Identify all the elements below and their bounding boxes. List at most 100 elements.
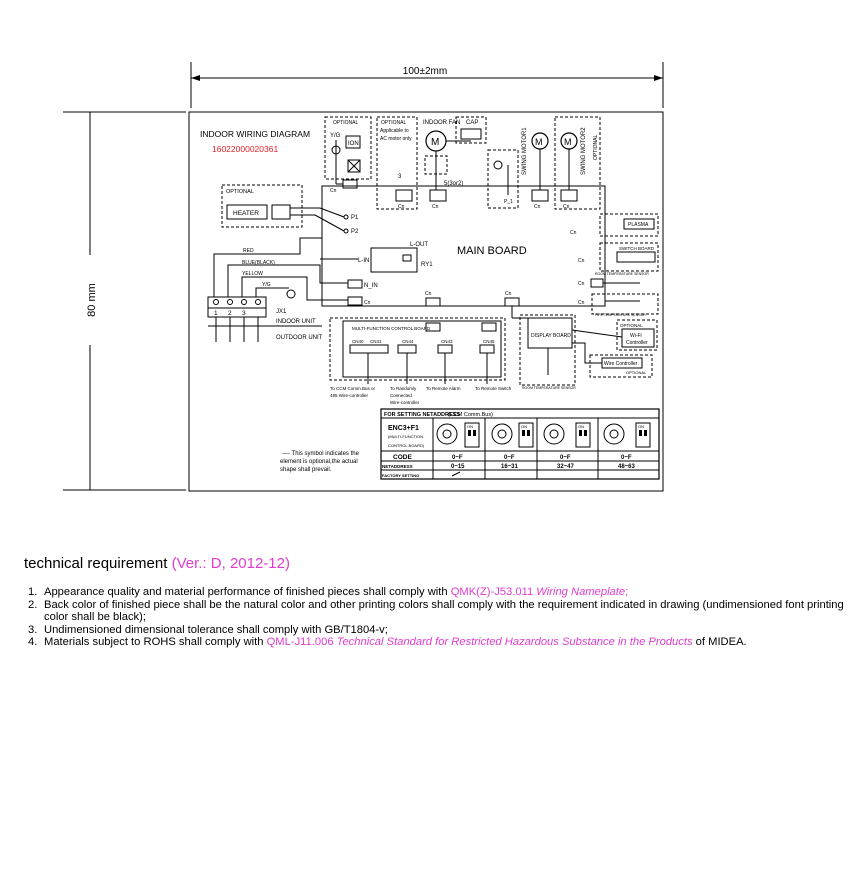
svg-text:To Randomly: To Randomly: [390, 386, 417, 391]
svg-text:3: 3: [398, 174, 402, 180]
svg-text:48~63: 48~63: [618, 464, 636, 470]
svg-text:SWITCH BOARD: SWITCH BOARD: [619, 246, 655, 251]
svg-text:FOR SETTING NETADDRESS: FOR SETTING NETADDRESS: [384, 412, 460, 418]
svg-text:CN41: CN41: [370, 339, 382, 344]
svg-text:---- This symbol indicates the: ---- This symbol indicates the: [282, 451, 360, 457]
svg-text:OPTIONAL: OPTIONAL: [226, 189, 254, 195]
svg-text:OUTDOOR UNIT: OUTDOOR UNIT: [276, 335, 323, 341]
svg-text:2: 2: [228, 310, 232, 317]
diagram-title: INDOOR WIRING DIAGRAM: [200, 129, 310, 139]
display-board-box: [519, 314, 576, 386]
svg-text:ENC3+F1: ENC3+F1: [388, 425, 419, 432]
svg-text:Applicable to: Applicable to: [380, 128, 409, 134]
multi-function-board-box: [329, 317, 506, 381]
main-board-label: MAIN BOARD: [457, 245, 527, 257]
svg-text:Connected: Connected: [390, 393, 412, 398]
optional-legend: ---- This symbol indicates the element i…: [280, 451, 360, 473]
diagram-code: 16022000020361: [212, 144, 278, 154]
height-label: 80 mm: [86, 283, 98, 317]
svg-text:CODE: CODE: [393, 454, 412, 461]
svg-text:AC motor only: AC motor only: [380, 136, 412, 142]
svg-text:ION: ION: [348, 141, 359, 147]
svg-text:Wire-controller: Wire-controller: [390, 400, 420, 405]
svg-text:0~15: 0~15: [451, 464, 465, 470]
drawing-frame: [188, 111, 664, 492]
svg-text:INDOOR UNIT: INDOOR UNIT: [276, 319, 316, 325]
svg-text:RY1: RY1: [421, 262, 433, 268]
ion-optional-box: [324, 116, 372, 180]
width-label: 100±2mm: [403, 66, 447, 77]
wiring-diagram: 100±2mm 80 mm INDOOR WIRING DIAGRAM 1602…: [63, 62, 664, 492]
ac-motor-optional-box: [376, 116, 418, 210]
svg-text:HEATER: HEATER: [233, 210, 259, 217]
svg-text:OPTIONAL: OPTIONAL: [593, 134, 599, 160]
svg-text:485 Wire-controller: 485 Wire-controller: [330, 393, 369, 398]
heater-optional-box: [221, 184, 303, 228]
svg-text:Wire Controller: Wire Controller: [604, 361, 638, 367]
requirements-list: 1.Appearance quality and material perfor…: [24, 586, 854, 649]
svg-text:SWING MOTOR1: SWING MOTOR1: [522, 127, 528, 175]
svg-text:element is optional,the actual: element is optional,the actual: [280, 459, 358, 465]
svg-text:Cn: Cn: [534, 204, 541, 210]
svg-text:Cn: Cn: [578, 300, 585, 306]
svg-text:5(3or2): 5(3or2): [444, 181, 463, 187]
svg-text:L-IN: L-IN: [358, 258, 369, 264]
requirement-item: 2.Back color of finished piece shall be …: [28, 598, 844, 624]
svg-text:3: 3: [242, 310, 246, 317]
svg-text:CN45: CN45: [483, 339, 495, 344]
svg-text:OPTIONAL: OPTIONAL: [620, 323, 643, 328]
svg-text:To CCM Comm.Bus or: To CCM Comm.Bus or: [330, 386, 376, 391]
svg-text:0~F: 0~F: [560, 455, 571, 461]
svg-text:ON: ON: [521, 424, 527, 429]
svg-text:Cn: Cn: [330, 188, 337, 194]
svg-text:CN44: CN44: [402, 339, 414, 344]
svg-text:ROOM TEMPERATURE SENSOR: ROOM TEMPERATURE SENSOR: [595, 272, 649, 276]
swing-motor2-optional-box: [554, 116, 601, 210]
svg-text:M: M: [564, 137, 572, 147]
svg-text:Cn: Cn: [425, 291, 432, 297]
svg-text:INDOOR FAN: INDOOR FAN: [423, 120, 460, 126]
requirements-title: technical requirement (Ver.: D, 2012-12): [24, 555, 290, 572]
svg-text:CAP: CAP: [466, 120, 478, 126]
svg-text:P1: P1: [351, 215, 359, 221]
width-dimension: 100±2mm: [190, 62, 664, 108]
svg-text:L-OUT: L-OUT: [410, 242, 428, 248]
svg-text:Cn: Cn: [432, 204, 439, 210]
rotary-switch-icons: [436, 423, 625, 445]
svg-text:Wi-Fi: Wi-Fi: [630, 333, 642, 339]
main-board: [321, 185, 606, 307]
svg-text:Cn: Cn: [578, 258, 585, 264]
cap-box: [455, 116, 487, 144]
dip-switch-icons: [464, 422, 651, 448]
svg-text:32~47: 32~47: [557, 464, 575, 470]
svg-text:CN43: CN43: [441, 339, 453, 344]
svg-text:SWING MOTOR2: SWING MOTOR2: [581, 127, 587, 175]
svg-text:ON: ON: [638, 424, 644, 429]
svg-text:FACTORY SETTING: FACTORY SETTING: [382, 473, 419, 478]
svg-text:PIPE TEMPERATURE SENSOR: PIPE TEMPERATURE SENSOR: [595, 313, 646, 317]
svg-text:0~F: 0~F: [452, 455, 463, 461]
svg-text:CONTROL BOARD): CONTROL BOARD): [388, 443, 425, 448]
svg-text:NETADDRESS: NETADDRESS: [382, 464, 413, 469]
height-dimension: 80 mm: [63, 111, 186, 491]
svg-text:MULTI-FUNCTION CONTROL BOARD: MULTI-FUNCTION CONTROL BOARD: [352, 326, 431, 331]
switch-board-optional-box: [599, 242, 659, 272]
p1-optional-box: [487, 149, 519, 209]
svg-text:P_1: P_1: [504, 199, 513, 205]
svg-text:0~F: 0~F: [504, 455, 515, 461]
svg-text:OPTIONAL: OPTIONAL: [626, 370, 647, 375]
svg-text:Y/G: Y/G: [330, 133, 341, 139]
wifi-controller-box: [616, 319, 658, 351]
svg-text:OPTIONAL: OPTIONAL: [333, 120, 359, 126]
svg-text:1: 1: [214, 310, 218, 317]
svg-text:Cn: Cn: [364, 300, 371, 306]
svg-text:ROOM TEMPERATURE SENSOR: ROOM TEMPERATURE SENSOR: [522, 386, 576, 390]
svg-text:Cn: Cn: [578, 281, 585, 287]
svg-text:M: M: [431, 137, 439, 148]
heater: [226, 204, 268, 220]
svg-text:P2: P2: [351, 229, 359, 235]
svg-text:Cn: Cn: [570, 230, 577, 236]
netaddress-table: FOR SETTING NETADDRESS (CCM Comm.Bus) EN…: [380, 408, 660, 480]
svg-text:PLASMA: PLASMA: [628, 222, 649, 228]
svg-text:Controller: Controller: [626, 340, 648, 346]
